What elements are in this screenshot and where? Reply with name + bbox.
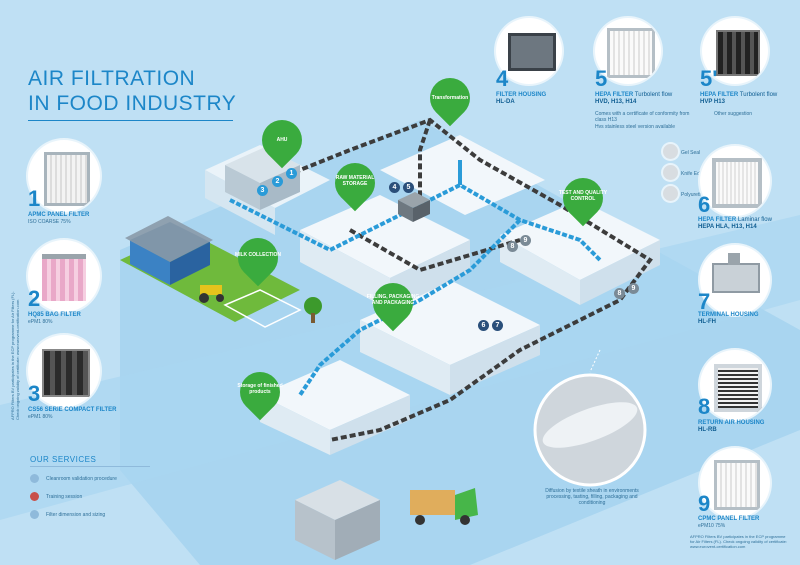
product-image-8 bbox=[700, 350, 770, 420]
badge-8b: 8 bbox=[614, 288, 625, 299]
product-name-9: CPMC PANEL FILTER bbox=[698, 516, 760, 522]
badge-2: 2 bbox=[272, 176, 283, 187]
ruler-icon bbox=[30, 510, 39, 519]
badge-3: 3 bbox=[257, 185, 268, 196]
gasket-icon-pu bbox=[663, 186, 678, 201]
product-name-8: RETURN AIR HOUSING bbox=[698, 420, 765, 426]
product-image-4 bbox=[496, 18, 562, 84]
eurovent-note-left: AFPRO Filters BV participates in the ECP… bbox=[10, 291, 20, 420]
product-image-2 bbox=[28, 240, 100, 312]
title-underline bbox=[28, 120, 233, 121]
badge-6: 6 bbox=[478, 320, 489, 331]
checklist-icon bbox=[30, 474, 39, 483]
services-divider bbox=[30, 466, 150, 467]
product-name-5: HEPA FILTER Turbolent flow bbox=[595, 92, 673, 98]
badge-7: 7 bbox=[492, 320, 503, 331]
storage-room-top bbox=[260, 360, 410, 430]
services-title: OUR SERVICES bbox=[30, 455, 97, 464]
product-image-1 bbox=[28, 140, 100, 212]
badge-4: 4 bbox=[389, 182, 400, 193]
gasket-icon-gel bbox=[663, 144, 678, 159]
product-name-2: HQ85 BAG FILTER bbox=[28, 312, 81, 318]
product-image-5 bbox=[595, 18, 661, 84]
eurovent-note-right: AFPRO Filters BV participates in the ECP… bbox=[690, 534, 787, 549]
badge-9b: 9 bbox=[628, 283, 639, 294]
diffusion-note: Diffusion by textile sheath in environme… bbox=[545, 488, 639, 506]
product-name-7: TERMINAL HOUSING bbox=[698, 312, 759, 318]
product-name-3: CS56 SERIE COMPACT FILTER bbox=[28, 407, 117, 413]
page-title: AIR FILTRATION IN FOOD INDUSTRY bbox=[28, 67, 237, 115]
product-name-4: FILTER HOUSING bbox=[496, 92, 547, 98]
product-image-5b bbox=[702, 18, 768, 84]
product-name-1: APMC PANEL FILTER bbox=[28, 212, 90, 218]
supply-duct bbox=[229, 182, 602, 262]
gasket-icon-knife bbox=[663, 165, 678, 180]
product-name-6: HEPA FILTER Laminar flow bbox=[698, 217, 772, 223]
product-image-3 bbox=[28, 335, 100, 407]
raw-room-top bbox=[300, 195, 470, 278]
training-icon bbox=[30, 492, 39, 501]
ahu-room-left bbox=[205, 170, 275, 235]
badge-5: 5 bbox=[403, 182, 414, 193]
product-image-7 bbox=[700, 245, 770, 315]
badge-9: 9 bbox=[520, 235, 531, 246]
product-image-6 bbox=[700, 146, 770, 216]
product-name-5b: HEPA FILTER Turbolent flow bbox=[700, 92, 778, 98]
badge-1: 1 bbox=[286, 168, 297, 179]
return-duct bbox=[254, 117, 653, 442]
badge-8: 8 bbox=[507, 241, 518, 252]
product-image-9 bbox=[700, 448, 770, 518]
